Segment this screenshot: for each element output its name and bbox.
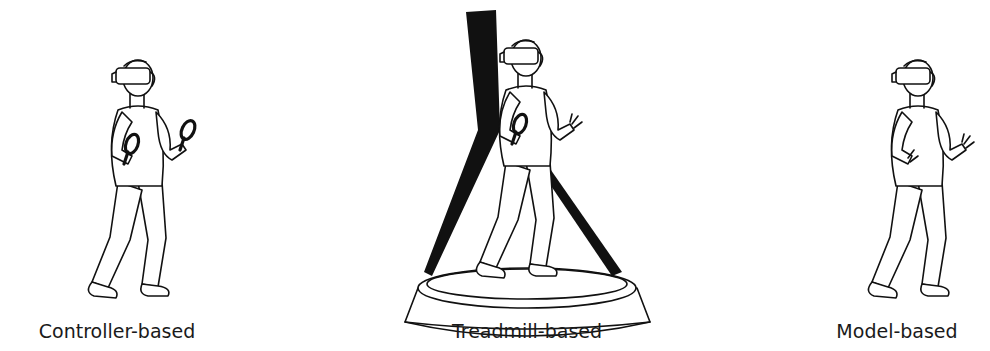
controller-handle (512, 132, 516, 144)
controller-user (88, 60, 197, 298)
deck-ring (427, 269, 627, 299)
caption-label: Controller-based (39, 320, 195, 342)
fingers (908, 150, 918, 162)
person (476, 40, 574, 278)
controllers (123, 118, 198, 164)
person (868, 60, 966, 298)
person (88, 60, 186, 298)
hand (570, 114, 582, 128)
model-user (868, 60, 974, 298)
treadmill-user (476, 40, 582, 278)
treadmill (405, 10, 650, 336)
treadmill-deck (418, 268, 636, 308)
harness-back (424, 10, 500, 276)
hand (962, 134, 974, 148)
caption-label: Treadmill-based (452, 320, 602, 342)
caption-label: Model-based (836, 320, 957, 342)
controller-ring (511, 113, 529, 136)
